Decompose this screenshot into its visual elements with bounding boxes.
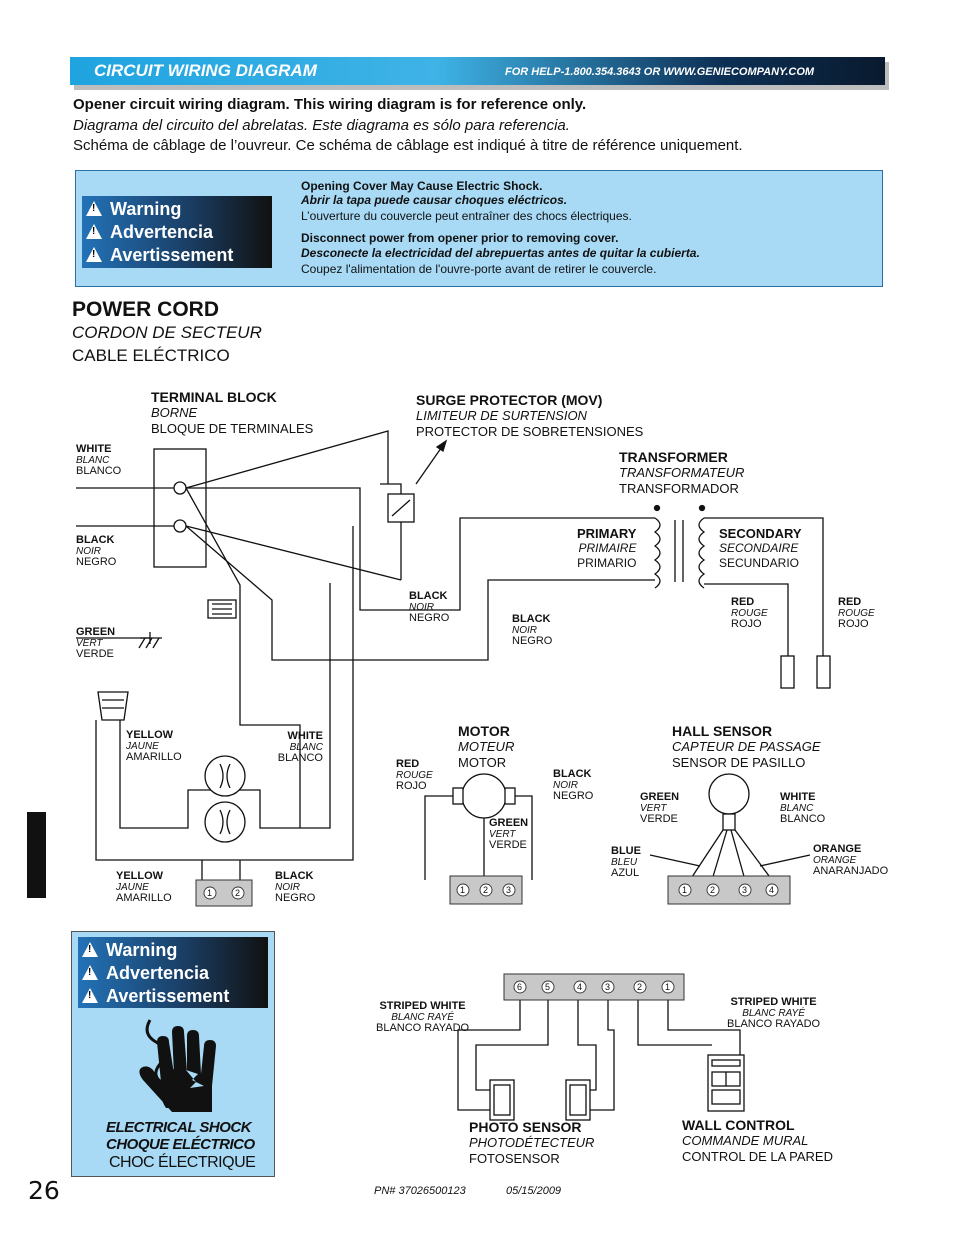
surge-protector-label: SURGE PROTECTOR (MOV)LIMITEUR DE SURTENS… xyxy=(416,392,644,439)
avertissement-label: Avertissement xyxy=(86,245,233,266)
polarity-dot xyxy=(653,504,661,512)
terminal-number: 1 xyxy=(665,982,671,992)
advertencia-label: Advertencia xyxy=(82,963,209,984)
terminal-number: 1 xyxy=(460,885,466,895)
terminal-number: 5 xyxy=(545,982,551,992)
warning-triangle-icon xyxy=(86,201,102,216)
capacitor xyxy=(204,801,246,843)
section-title: CIRCUIT WIRING DIAGRAM xyxy=(94,61,317,80)
wire-nut xyxy=(97,691,129,721)
power-cord-es: CABLE ELÉCTRICO xyxy=(72,346,230,365)
terminal-number: 6 xyxy=(517,982,523,992)
warning-text: Disconnect power from opener prior to re… xyxy=(301,231,619,245)
terminal-number: 1 xyxy=(207,888,213,898)
warning-text: Desconecte la electricidad del abrepuert… xyxy=(301,246,700,260)
warning-label: Warning xyxy=(82,940,177,961)
warning-text: Coupez l'alimentation de l'ouvre-porte a… xyxy=(301,262,657,276)
terminal-number: 2 xyxy=(637,982,643,992)
power-cord-title: POWER CORD xyxy=(72,298,219,321)
warning-triangle-icon xyxy=(82,988,98,1003)
terminal-number: 4 xyxy=(577,982,583,992)
warning-triangle-icon xyxy=(86,247,102,262)
terminal-number: 3 xyxy=(605,982,611,992)
page-number: 26 xyxy=(28,1176,60,1205)
terminal-number: 4 xyxy=(769,885,775,895)
terminal-block xyxy=(153,448,207,568)
intro-fr: Schéma de câblage de l’ouvreur. Ce schém… xyxy=(73,137,743,154)
section-header-bar xyxy=(70,57,885,85)
warning-triangle-icon xyxy=(82,942,98,957)
terminal-number: 3 xyxy=(742,885,748,895)
transformer-secondary-coil xyxy=(698,517,706,589)
shock-en: ELECTRICAL SHOCK xyxy=(106,1119,252,1136)
date: 05/15/2009 xyxy=(506,1185,562,1197)
red-connector xyxy=(780,655,795,689)
avertissement-label: Avertissement xyxy=(82,986,229,1007)
red-connector xyxy=(816,655,831,689)
terminal-number: 2 xyxy=(710,885,716,895)
main-terminal-strip xyxy=(503,973,685,1001)
intro-es: Diagrama del circuito del abrelatas. Est… xyxy=(73,117,570,134)
warning-triangle-icon xyxy=(82,965,98,980)
terminal-number: 3 xyxy=(506,885,512,895)
power-cord-fr: CORDON DE SECTEUR xyxy=(72,323,262,342)
shock-fr: CHOC ÉLECTRIQUE xyxy=(109,1154,256,1171)
warning-triangle-icon xyxy=(86,224,102,239)
warning-label: Warning xyxy=(86,199,181,220)
transformer-primary-coil xyxy=(653,517,661,589)
page-tab xyxy=(27,812,46,898)
part-number: PN# 37026500123 xyxy=(374,1185,466,1197)
shock-es: CHOQUE ELÉCTRICO xyxy=(106,1136,255,1153)
warning-text: Abrir la tapa puede causar choques eléct… xyxy=(301,193,568,207)
capacitor xyxy=(204,755,246,797)
terminal-number: 2 xyxy=(235,888,241,898)
intro-en: Opener circuit wiring diagram. This wiri… xyxy=(73,96,587,113)
help-line: FOR HELP-1.800.354.3643 OR WWW.GENIECOMP… xyxy=(505,66,815,78)
polarity-dot xyxy=(698,504,706,512)
terminal-number: 1 xyxy=(682,885,688,895)
advertencia-label: Advertencia xyxy=(86,222,213,243)
warning-text: L’ouverture du couvercle peut entraîner … xyxy=(301,209,632,223)
warning-label-block xyxy=(78,937,268,1008)
warning-text: Opening Cover May Cause Electric Shock. xyxy=(301,179,543,193)
warning-label-block xyxy=(82,196,272,268)
terminal-number: 2 xyxy=(483,885,489,895)
